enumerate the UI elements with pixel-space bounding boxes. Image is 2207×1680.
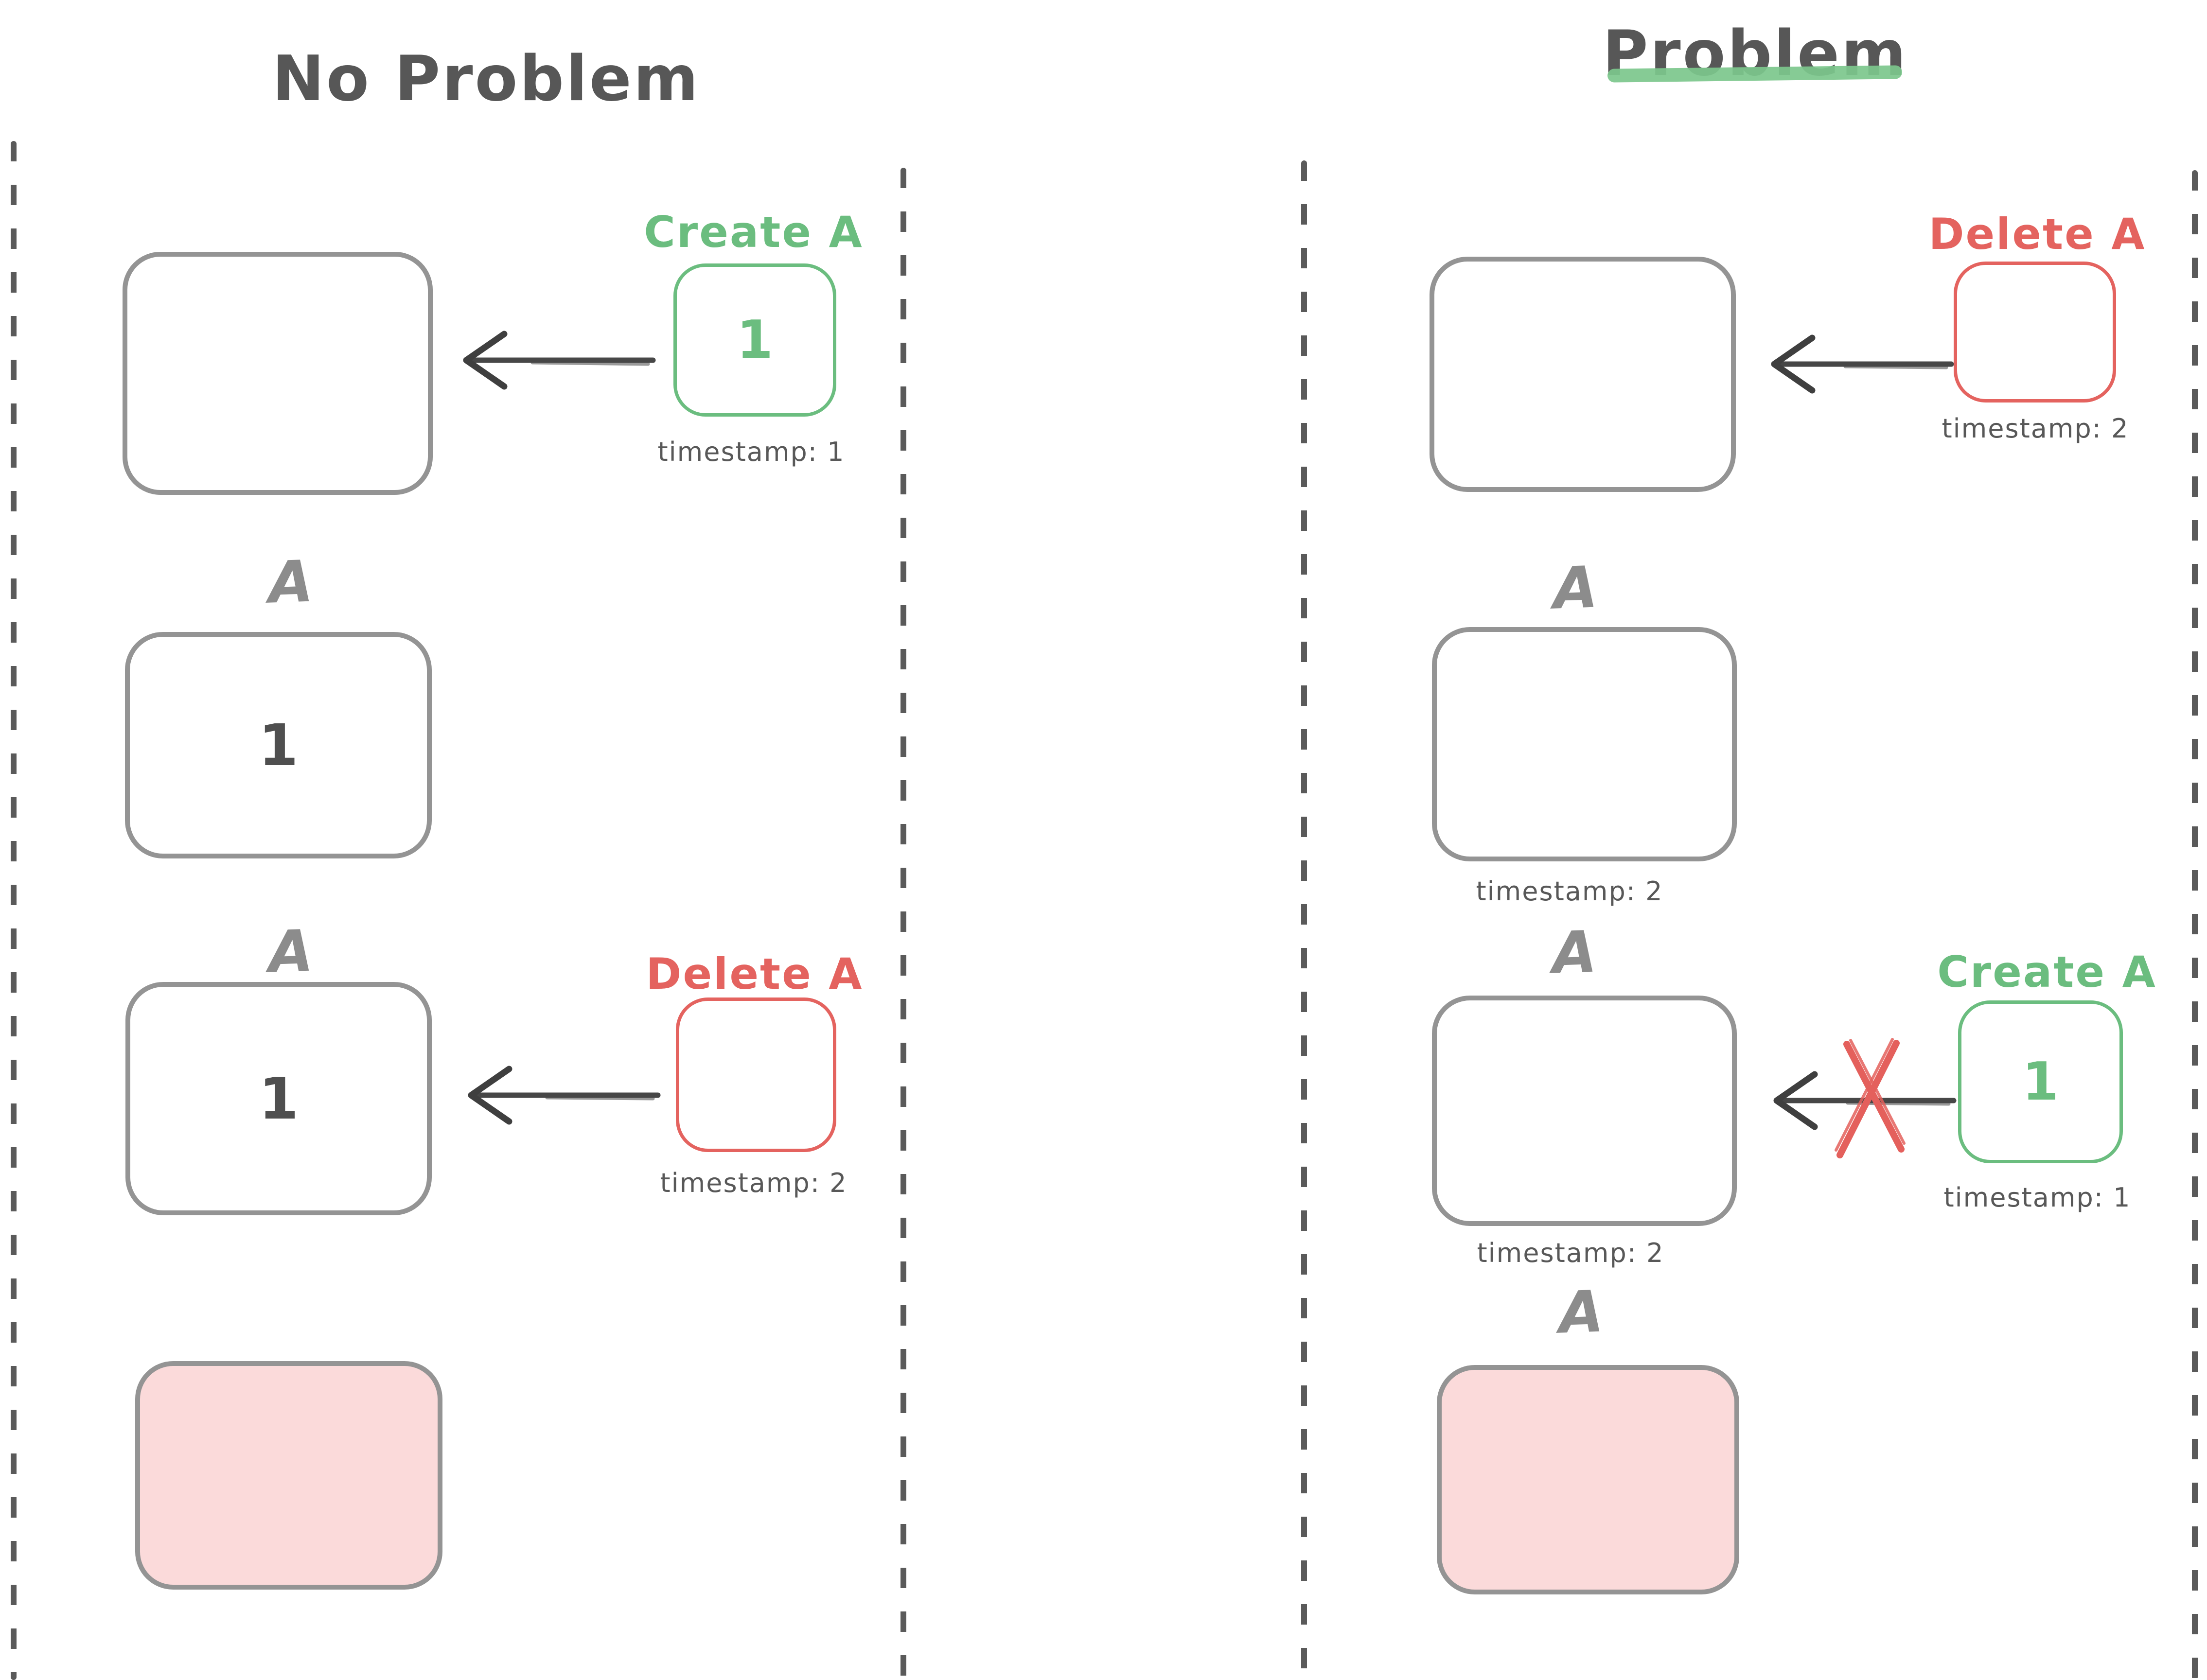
op-timestamp: timestamp: 1 xyxy=(657,437,845,467)
db-state-box-empty xyxy=(123,252,433,495)
entity-label: A xyxy=(1557,1278,1605,1347)
apply-arrow-icon xyxy=(463,331,656,390)
op-box-value: 1 xyxy=(2022,1051,2059,1112)
db-state-box-empty xyxy=(1430,257,1736,492)
db-box-value: 1 xyxy=(258,712,299,779)
entity-label: A xyxy=(1552,553,1599,622)
op-box-value: 1 xyxy=(736,310,774,370)
entity-label: A xyxy=(267,547,315,616)
op-timestamp: timestamp: 2 xyxy=(660,1168,847,1198)
state-timestamp: timestamp: 2 xyxy=(1477,1238,1664,1268)
blocked-cross-icon xyxy=(1835,1038,1906,1158)
db-state-box-deleted xyxy=(135,1361,442,1590)
op-box-create: 1 xyxy=(1958,1000,2123,1163)
op-box-delete xyxy=(676,998,836,1152)
timeline-divider-right xyxy=(2192,170,2198,1680)
db-state-box-a: 1 xyxy=(125,982,432,1215)
apply-arrow-icon xyxy=(1771,334,1954,394)
db-box-value: 1 xyxy=(258,1065,299,1132)
state-timestamp: timestamp: 2 xyxy=(1476,876,1663,907)
db-state-box-deleted xyxy=(1437,1365,1739,1594)
timeline-divider-left-panel-end xyxy=(900,168,906,1680)
op-label-delete: Delete A xyxy=(1928,209,2146,259)
op-box-create: 1 xyxy=(673,263,836,417)
op-label-delete: Delete A xyxy=(646,949,864,999)
db-state-box-empty xyxy=(1432,996,1737,1226)
entity-label: A xyxy=(267,917,315,986)
db-state-box-a: 1 xyxy=(125,632,432,858)
op-timestamp: timestamp: 2 xyxy=(1942,413,2129,444)
op-box-delete xyxy=(1954,262,2116,402)
apply-arrow-icon xyxy=(468,1066,661,1125)
timeline-divider-right-panel-start xyxy=(1301,160,1307,1680)
op-timestamp: timestamp: 1 xyxy=(1943,1182,2131,1213)
op-label-create: Create A xyxy=(1937,947,2157,997)
db-state-box-empty xyxy=(1432,627,1737,861)
entity-label: A xyxy=(1551,918,1598,987)
timeline-divider-left xyxy=(11,141,17,1680)
left-panel-title: No Problem xyxy=(272,43,701,115)
op-label-create: Create A xyxy=(644,207,864,257)
